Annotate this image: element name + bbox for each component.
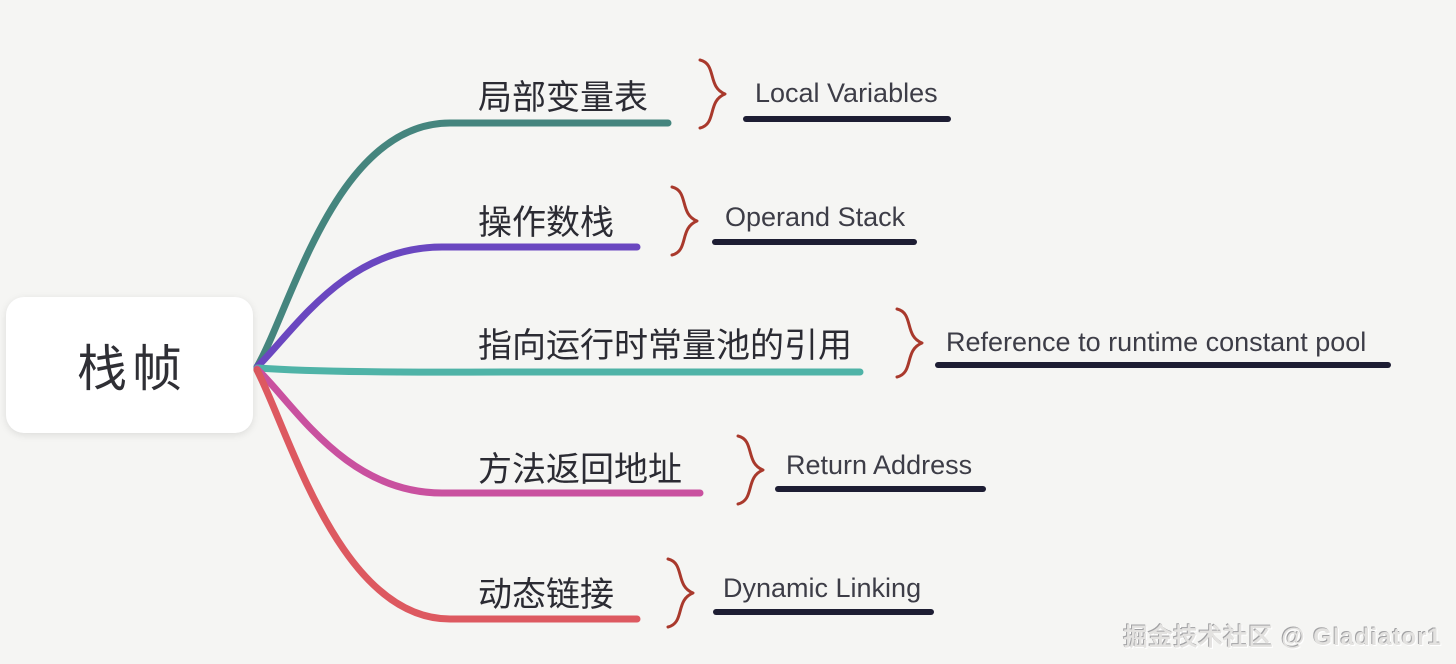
annotation-return-address-en[interactable]: Return Address — [786, 450, 973, 480]
branch-label-runtime-constant-pool-zh[interactable]: 指向运行时常量池的引用 — [478, 327, 852, 365]
annotation-underline — [712, 239, 917, 245]
connector-return-address — [253, 365, 704, 497]
branch-label-local-variables-zh[interactable]: 局部变量表 — [478, 79, 648, 117]
root-node-stack-frame[interactable]: 栈帧 — [6, 297, 253, 433]
branch-label-operand-stack-zh[interactable]: 操作数栈 — [478, 204, 614, 242]
annotation-operand-stack-en[interactable]: Operand Stack — [725, 202, 906, 232]
annotation-dynamic-linking-en[interactable]: Dynamic Linking — [723, 573, 922, 603]
connector-dynamic-linking — [253, 366, 641, 623]
annotation-underline — [935, 362, 1391, 368]
brace-icon — [736, 434, 765, 506]
connector-runtime-constant-pool — [253, 364, 864, 376]
connector-local-variables — [253, 119, 672, 371]
annotation-local-variables-en[interactable]: Local Variables — [755, 78, 938, 108]
brace-icon — [698, 58, 727, 130]
annotation-underline — [775, 486, 986, 492]
annotation-underline — [743, 116, 951, 122]
brace-icon — [895, 307, 924, 379]
brace-icon — [666, 557, 695, 629]
branch-label-dynamic-linking-zh[interactable]: 动态链接 — [478, 576, 614, 614]
annotation-underline — [713, 609, 934, 615]
brace-icon — [670, 185, 699, 257]
annotation-runtime-constant-pool-en[interactable]: Reference to runtime constant pool — [946, 327, 1367, 357]
branch-label-return-address-zh[interactable]: 方法返回地址 — [478, 451, 682, 489]
watermark: 掘金技术社区 @ Gladiator1 — [1123, 624, 1442, 651]
connector-operand-stack — [253, 243, 641, 371]
root-node-label: 栈帧 — [77, 341, 187, 397]
